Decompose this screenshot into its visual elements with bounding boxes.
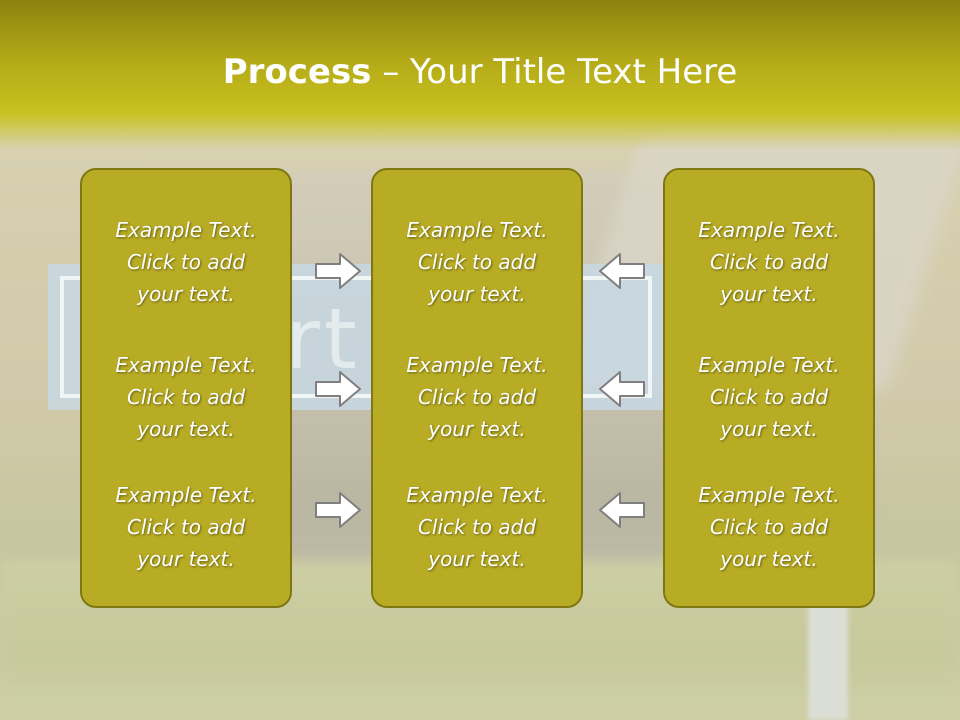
text-block[interactable]: Example Text. Click to add your text. — [665, 349, 873, 445]
process-panel-center[interactable]: Example Text. Click to add your text. Ex… — [371, 168, 583, 608]
background-post — [808, 600, 848, 720]
arrow-left-icon[interactable] — [598, 369, 646, 409]
text-block[interactable]: Example Text. Click to add your text. — [665, 214, 873, 310]
text-line: Click to add — [417, 250, 537, 274]
arrow-right-icon[interactable] — [314, 369, 362, 409]
slide-title[interactable]: Process – Your Title Text Here — [0, 52, 960, 92]
text-line: your text. — [720, 282, 818, 306]
title-band — [0, 0, 960, 150]
text-line: your text. — [137, 547, 235, 571]
text-block[interactable]: Example Text. Click to add your text. — [82, 479, 290, 575]
text-line: your text. — [137, 282, 235, 306]
text-line: your text. — [720, 547, 818, 571]
text-line: Example Text. — [115, 483, 257, 507]
text-line: Example Text. — [115, 353, 257, 377]
text-line: your text. — [428, 282, 526, 306]
arrow-right-icon[interactable] — [314, 251, 362, 291]
text-line: Click to add — [709, 515, 829, 539]
text-line: your text. — [428, 547, 526, 571]
text-line: Click to add — [417, 385, 537, 409]
text-line: your text. — [720, 417, 818, 441]
text-line: Example Text. — [406, 483, 548, 507]
text-block[interactable]: Example Text. Click to add your text. — [82, 214, 290, 310]
text-block[interactable]: Example Text. Click to add your text. — [82, 349, 290, 445]
text-line: Example Text. — [115, 218, 257, 242]
text-line: Example Text. — [698, 483, 840, 507]
text-block[interactable]: Example Text. Click to add your text. — [373, 349, 581, 445]
background-sign-border — [60, 276, 652, 398]
text-line: Click to add — [417, 515, 537, 539]
text-line: Example Text. — [406, 353, 548, 377]
text-line: Click to add — [126, 515, 246, 539]
process-panel-left[interactable]: Example Text. Click to add your text. Ex… — [80, 168, 292, 608]
text-line: Click to add — [709, 250, 829, 274]
text-block[interactable]: Example Text. Click to add your text. — [373, 214, 581, 310]
title-bold: Process — [222, 52, 372, 92]
arrow-left-icon[interactable] — [598, 490, 646, 530]
text-line: Click to add — [126, 250, 246, 274]
text-line: Click to add — [126, 385, 246, 409]
text-line: Click to add — [709, 385, 829, 409]
arrow-right-icon[interactable] — [314, 490, 362, 530]
arrow-left-icon[interactable] — [598, 251, 646, 291]
title-rest: – Your Title Text Here — [371, 52, 738, 92]
text-line: Example Text. — [698, 218, 840, 242]
text-line: your text. — [428, 417, 526, 441]
text-line: Example Text. — [406, 218, 548, 242]
process-panel-right[interactable]: Example Text. Click to add your text. Ex… — [663, 168, 875, 608]
text-line: Example Text. — [698, 353, 840, 377]
text-block[interactable]: Example Text. Click to add your text. — [373, 479, 581, 575]
text-block[interactable]: Example Text. Click to add your text. — [665, 479, 873, 575]
text-line: your text. — [137, 417, 235, 441]
